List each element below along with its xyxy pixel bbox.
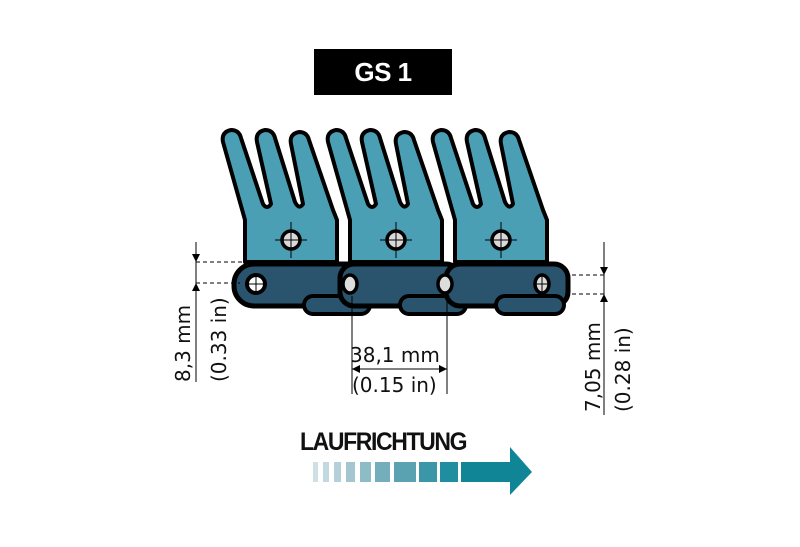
pitch-metric: 38,1 mm — [350, 343, 440, 367]
left-height-metric: 8,3 mm — [171, 305, 195, 382]
left-height-imperial: (0.33 in) — [207, 297, 231, 382]
right-height-dimension: 7,05 mm (0.28 in) — [565, 242, 635, 415]
finger-module-2 — [325, 128, 444, 264]
right-height-metric: 7,05 mm — [581, 322, 605, 412]
pitch-imperial: (0.15 in) — [352, 373, 437, 397]
finger-module-1 — [220, 128, 339, 264]
finger-module-3 — [430, 128, 549, 264]
left-height-dimension: 8,3 mm (0.33 in) — [171, 242, 248, 382]
right-height-imperial: (0.28 in) — [611, 327, 635, 412]
pitch-dimension: 38,1 mm (0.15 in) — [350, 296, 448, 397]
title-badge: GS 1 — [314, 49, 452, 95]
direction-label: LAUFRICHTUNG — [300, 428, 468, 456]
chain-links — [231, 261, 571, 316]
title-text: GS 1 — [354, 56, 412, 87]
arrow-right-icon — [313, 447, 532, 495]
